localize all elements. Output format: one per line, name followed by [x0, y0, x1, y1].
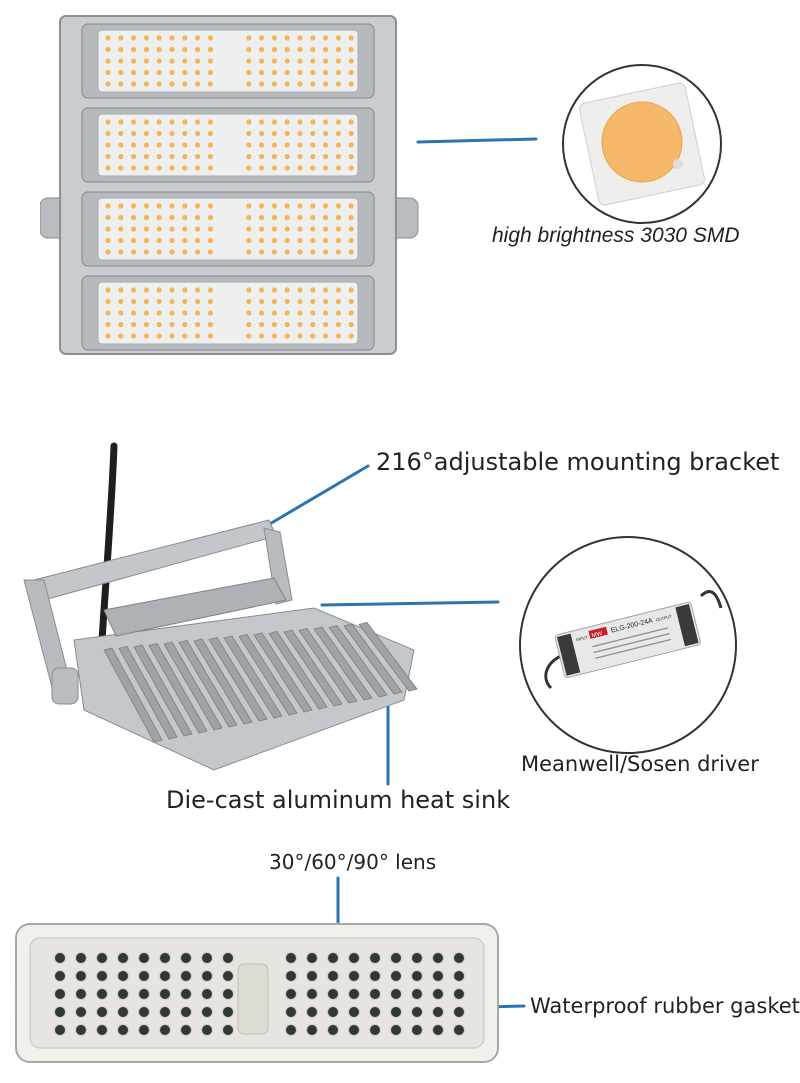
driver-label: Meanwell/Sosen driver [521, 752, 759, 776]
bracket-label: 216°adjustable mounting bracket [376, 448, 780, 476]
lens-module-image [15, 923, 499, 1063]
driver-output: OUTPUT [655, 613, 673, 622]
floodlight-back-image [23, 442, 418, 771]
driver-brand: MW [591, 631, 603, 639]
floodlight-front-image [40, 15, 419, 355]
driver-input: INPUT [576, 634, 589, 642]
smd-chip-closeup [562, 64, 722, 224]
heatsink-label: Die-cast aluminum heat sink [166, 786, 511, 814]
lens-label: 30°/60°/90° lens [269, 850, 437, 874]
driver-image: MW ELG-200-24A INPUT OUTPUT [544, 590, 723, 690]
gasket-label: Waterproof rubber gasket [530, 994, 800, 1018]
smd-label: high brightness 3030 SMD [492, 224, 740, 247]
driver-closeup: MW ELG-200-24A INPUT OUTPUT [519, 536, 737, 754]
